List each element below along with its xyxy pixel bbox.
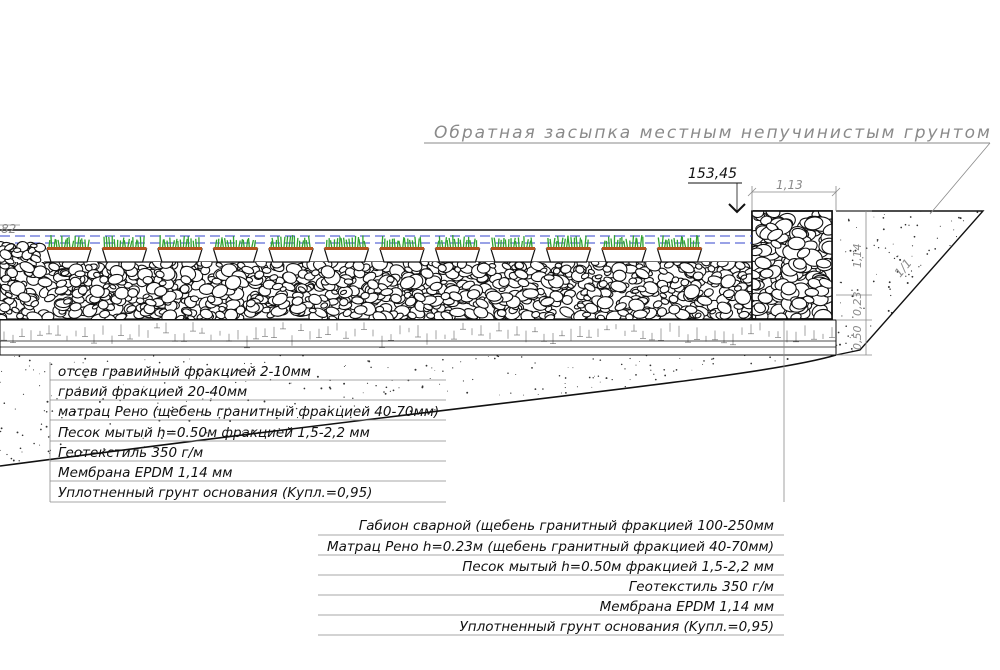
legend-row: Уплотненный грунт основания (Kупл.=0,95): [50, 485, 446, 503]
legend-right-text: Песок мытый h=0.50м фракцией 1,5-2,2 мм: [462, 559, 774, 575]
ground-line: [0, 354, 837, 467]
legend-row: Песок мытый h=0.50м фракцией 1,5-2,2 мм: [50, 425, 446, 442]
legend-row: матрац Рено (щебень гранитный фракцией 4…: [50, 404, 446, 421]
planters: [46, 234, 703, 263]
legend-right: Габион сварной (щебень гранитный фракцие…: [318, 518, 784, 636]
legend-row: Матрац Рено h=0.23м (щебень гранитный фр…: [318, 539, 784, 556]
legend-row: Мембрана EPDM 1,14 мм: [50, 465, 446, 482]
legend-left-text: матрац Рено (щебень гранитный фракцией 4…: [58, 404, 439, 420]
legend-right-text: Мембрана EPDM 1,14 мм: [600, 599, 774, 615]
left-edge-label: 82: [1, 222, 16, 236]
dimensions: [0, 186, 872, 356]
legend-row: Геотекстиль 350 г/м: [318, 579, 784, 596]
legend-left: отсев гравийный фракцией 2-10мм гравий ф…: [50, 364, 446, 503]
planter: [46, 235, 92, 263]
sand-layer: [0, 319, 837, 356]
legend-left-text: отсев гравийный фракцией 2-10мм: [58, 364, 311, 380]
gabion-block: [751, 210, 833, 320]
legend-row: Песок мытый h=0.50м фракцией 1,5-2,2 мм: [318, 559, 784, 576]
planter: [379, 235, 425, 263]
legend-row: гравий фракцией 20-40мм: [50, 384, 446, 401]
dim-gabion-width: 1,13: [776, 178, 803, 192]
legend-right-text: Геотекстиль 350 г/м: [629, 579, 774, 595]
planter: [601, 235, 647, 263]
planter: [101, 235, 148, 263]
planter: [545, 235, 592, 263]
legend-row: отсев гравийный фракцией 2-10мм: [50, 364, 446, 381]
elevation-label: 153,45: [688, 166, 737, 182]
backfill-slope: [835, 210, 985, 356]
legend-left-text: Геотекстиль 350 г/м: [58, 445, 203, 461]
backfill-note: Обратная засыпка местным непучинистым гр…: [424, 123, 992, 215]
legend-row: Уплотненный грунт основания (Kупл.=0,95): [318, 619, 784, 636]
legend-leaders: [49, 320, 785, 502]
planter: [323, 235, 370, 263]
dim-slope: 1/1: [892, 256, 915, 280]
planter: [434, 234, 481, 263]
planter: [268, 235, 314, 263]
dim-mattress-height: 0,23: [851, 292, 864, 317]
water-surface: [0, 229, 752, 265]
planter: [656, 235, 703, 263]
legend-right-text: Матрац Рено h=0.23м (щебень гранитный фр…: [327, 539, 774, 555]
planter: [157, 235, 203, 263]
legend-left-text: гравий фракцией 20-40мм: [58, 384, 247, 400]
dim-sand-height: 0,50: [851, 326, 864, 351]
legend-right-text: Уплотненный грунт основания (Kупл.=0,95): [460, 619, 774, 635]
legend-right-text: Габион сварной (щебень гранитный фракцие…: [359, 518, 774, 534]
legend-row: Габион сварной (щебень гранитный фракцие…: [318, 518, 784, 536]
backfill-note-text: Обратная засыпка местным непучинистым гр…: [434, 123, 992, 143]
legend-left-text: Мембрана EPDM 1,14 мм: [58, 465, 232, 481]
legend-left-text: Уплотненный грунт основания (Kупл.=0,95): [58, 485, 372, 501]
planter: [212, 236, 259, 263]
legend-row: Мембрана EPDM 1,14 мм: [318, 599, 784, 616]
dim-gabion-height: 1,14: [851, 244, 864, 269]
legend-left-text: Песок мытый h=0.50м фракцией 1,5-2,2 мм: [58, 425, 370, 441]
reno-mattress: [0, 261, 753, 320]
planter: [490, 236, 536, 263]
elevation-marker: 153,45: [688, 166, 746, 214]
legend-row: Геотекстиль 350 г/м: [50, 445, 446, 462]
